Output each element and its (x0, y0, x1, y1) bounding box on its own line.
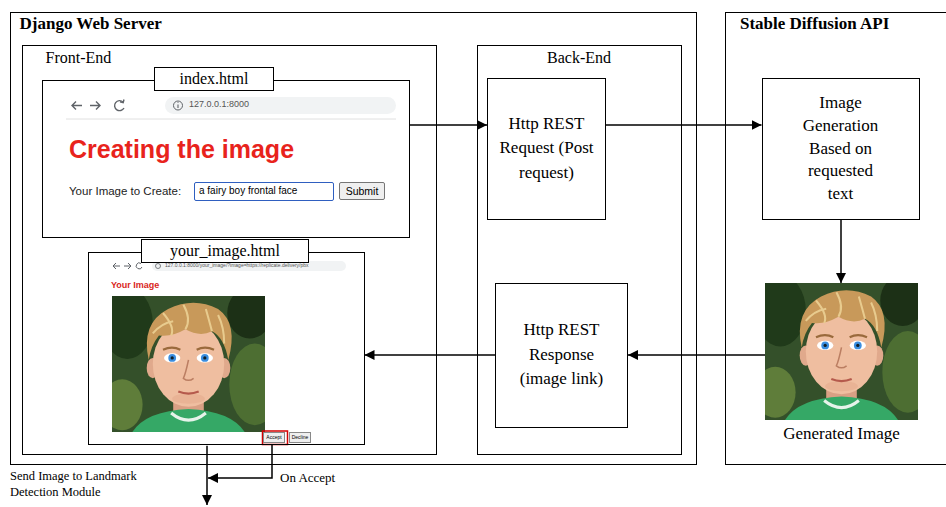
form-label: Your Image to Create: (69, 185, 181, 199)
browser-bar (177, 102, 178, 108)
url-text: 127.0.0.1:8000/your_image/?image=https:/… (165, 262, 309, 268)
page-screenshot: a fairy boy frontal faceSubmitindex.html… (42, 80, 410, 238)
panel-title: Django Web Server (20, 14, 162, 34)
back-end-panel: Http REST Request (Post request) Http RES… (477, 45, 682, 455)
server-panel: a fairy boy frontal face Submit index.html… (10, 12, 697, 465)
page-heading: Creating the image (69, 134, 294, 164)
generated-image: Generated Image (765, 283, 918, 448)
browser-bar (66, 97, 396, 119)
browser-bar (156, 264, 161, 269)
output-arrow (206, 446, 208, 505)
flow-arrow (410, 124, 488, 126)
output-note: Send Image to Landmark Detection Module (10, 468, 160, 501)
flow-arrow (606, 124, 762, 126)
process-text: Image Generation Based on requested text (794, 92, 888, 207)
browser-bar (152, 261, 346, 271)
browser-bar (136, 263, 142, 269)
submit-button: Submit (339, 182, 385, 201)
file-tab: your_image.html (141, 239, 309, 263)
trigger-label: On Accept (280, 470, 335, 486)
input-value: a fairy boy frontal face (199, 185, 297, 197)
browser-bar (174, 101, 183, 110)
text-input: a fairy boy frontal face (194, 182, 334, 201)
flow-arrow (840, 220, 842, 283)
flow-arrow (365, 354, 496, 356)
highlight-box (263, 431, 288, 445)
browser-bar (165, 97, 396, 114)
process-box: Http REST Response (image link) (495, 283, 628, 428)
browser-bar (124, 263, 131, 269)
front-end-panel: a fairy boy frontal face Submit index.html… (22, 45, 437, 455)
portrait-image (102, 288, 280, 436)
browser-bar (113, 263, 120, 269)
process-box: Http REST Request (Post request) (487, 78, 606, 220)
browser-bar (120, 100, 124, 103)
browser-bar (72, 102, 82, 110)
button-label: Decline (292, 435, 309, 440)
portrait-image (755, 275, 934, 423)
url-text: 127.0.0.1:8000 (189, 99, 249, 110)
panel-title: Front-End (46, 48, 112, 67)
process-text: Http REST Request (Post request) (496, 112, 597, 186)
accept-arrow (208, 445, 272, 478)
decline-button: Decline (289, 432, 312, 443)
process-box: Image Generation Based on requested text (762, 78, 920, 220)
browser-bar (90, 102, 100, 110)
panel-title: Back-End (547, 48, 611, 67)
api-panel: Image Generation Based on requested text… (725, 12, 946, 465)
page-screenshot: AcceptDeclineyour_image.html127.0.0.1:80… (88, 252, 365, 445)
page-heading: Your Image (111, 280, 159, 291)
browser-bar (66, 119, 396, 120)
file-tab: index.html (154, 67, 274, 91)
process-text: Http REST Response (image link) (504, 318, 619, 392)
button-label: Accept (266, 435, 281, 440)
image-caption: Generated Image (783, 424, 900, 444)
button-label: Submit (346, 185, 379, 198)
panel-title: Stable Diffusion API (740, 14, 889, 34)
accept-button: Accept (263, 432, 284, 443)
